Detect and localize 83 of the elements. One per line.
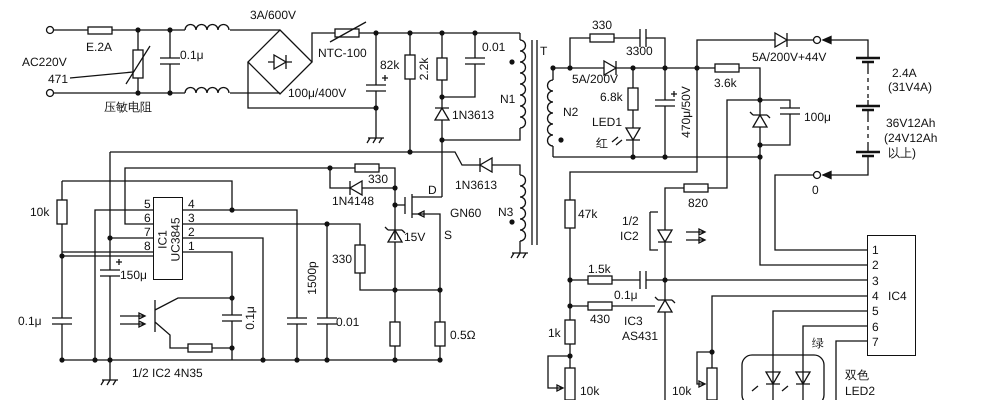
component-label: 3A/600V (250, 8, 296, 22)
pin-number: 6 (872, 320, 879, 334)
component-label: N2 (563, 105, 578, 119)
component-label: 红 (596, 136, 608, 150)
component-label: AS431 (622, 329, 658, 343)
component-label: 绿 (812, 336, 824, 350)
pin-number: 4 (188, 197, 195, 211)
pin-number: 4 (872, 290, 879, 303)
pin-number: 2 (872, 259, 879, 272)
component-label: 1N4148 (332, 194, 374, 208)
component-label: 10k (580, 384, 600, 398)
component-label: 0 (812, 183, 819, 197)
component-label: 5A/200V (572, 72, 618, 86)
component-label: D (428, 183, 437, 197)
component-label: 2.4A (892, 66, 917, 80)
component-label: (24V12Ah (884, 131, 938, 145)
component-label: 0.01 (336, 315, 360, 329)
pin-number: 1 (872, 244, 879, 257)
component-label: 10k (672, 384, 692, 398)
component-label: 3300 (626, 44, 653, 58)
component-label: GN60 (450, 206, 482, 220)
chip-label: IC4 (888, 290, 907, 302)
pin-number: 5 (872, 305, 879, 318)
component-label: 471 (48, 72, 68, 86)
component-label: N3 (498, 205, 514, 219)
component-label: 0.1μ (180, 48, 204, 62)
component-label: 15V (404, 230, 426, 244)
component-label: LED2 (845, 384, 876, 398)
component-label: 1N3613 (455, 178, 498, 192)
pin-number: 3 (188, 211, 195, 225)
component-label: AC220V (22, 55, 67, 69)
component-label: T (540, 44, 548, 58)
component-label: 1/2 (622, 214, 639, 228)
ic-package (867, 235, 916, 356)
component-label: 0.01 (482, 40, 506, 54)
pin-number: 5 (144, 197, 151, 211)
component-label: 82k (380, 58, 400, 72)
pin-number: 1 (188, 239, 195, 253)
component-label: 双色 (845, 368, 869, 382)
pin-number: 2 (188, 225, 195, 239)
component-label: 330 (368, 172, 388, 186)
component-label: (31V4A) (888, 80, 932, 94)
component-label: 0.5Ω (450, 328, 476, 342)
component-label: 430 (590, 312, 610, 326)
pin-number: 8 (144, 239, 151, 253)
component-label: 压敏电阻 (104, 100, 152, 114)
component-label: IC3 (624, 314, 643, 328)
component-label: 3.6k (714, 76, 737, 90)
pin-number: 7 (872, 336, 879, 349)
component-label: 以上) (888, 146, 916, 160)
component-label: 5A/200V+44V (752, 50, 826, 64)
pin-number: 6 (144, 211, 151, 225)
component-label: NTC-100 (318, 46, 367, 60)
component-label: S (444, 228, 452, 242)
component-label: 6.8k (600, 90, 623, 104)
component-label: 10k (30, 205, 50, 219)
component-label: 330 (592, 18, 612, 32)
component-label: 36V12Ah (886, 116, 936, 130)
component-label: 820 (688, 196, 708, 210)
pin-number: 3 (872, 274, 879, 288)
chip-label: IC1 (156, 230, 170, 248)
component-label: LED1 (592, 115, 622, 129)
component-label: 1.5k (588, 262, 611, 276)
component-label: 2.2k (417, 58, 431, 80)
component-label: E.2A (86, 40, 112, 54)
component-label: 1k (548, 326, 561, 340)
component-label: 100μ/400V (288, 86, 346, 100)
component-label: 0.1μ (18, 314, 42, 328)
ic-package (153, 197, 183, 280)
pin-number: 7 (144, 225, 151, 239)
component-label: 150μ (120, 268, 147, 282)
component-label: 1/2 IC2 4N35 (132, 366, 203, 380)
component-label: 100μ (804, 110, 831, 124)
component-label: 1N3613 (452, 108, 494, 122)
chip-label: UC3845 (170, 216, 182, 262)
component-label: N1 (500, 92, 516, 106)
component-label: 330 (332, 252, 352, 266)
component-label: 470μ/50V (679, 86, 693, 138)
component-label: 0.1μ (243, 306, 257, 330)
component-label: 1500p (305, 261, 319, 295)
component-label: 47k (578, 207, 598, 221)
component-label: 0.1μ (614, 288, 638, 302)
component-label: IC2 (620, 229, 639, 243)
